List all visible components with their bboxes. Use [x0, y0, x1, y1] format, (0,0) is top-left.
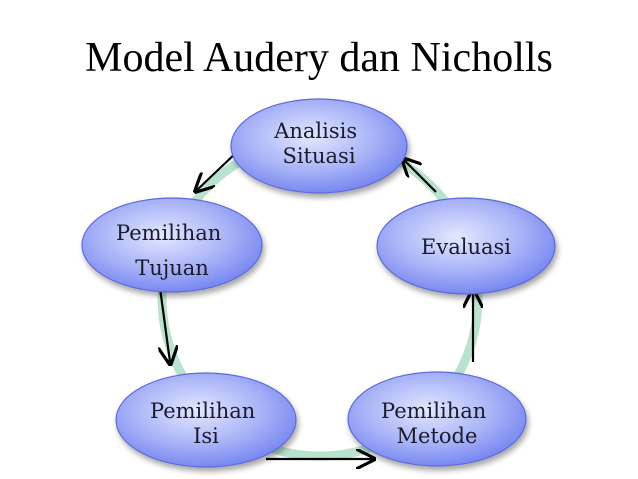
arrow-analisis-to-tujuan: [197, 149, 240, 190]
svg-text:Analisis Situasi: Analisis Situasi: [273, 119, 364, 168]
node-analisis-situasi: Analisis Situasi: [230, 98, 408, 194]
node-pemilihan-tujuan-line-2: Tujuan: [135, 256, 209, 280]
svg-text:Pemilihan Metode: Pemilihan Metode: [381, 399, 493, 448]
node-evaluasi-shape: [376, 197, 556, 295]
node-analisis-situasi-shape: [230, 98, 408, 194]
arrow-tujuan-to-isi: [160, 287, 170, 362]
node-evaluasi-line-1: Evaluasi: [421, 235, 511, 259]
node-pemilihan-metode-line-1: Pemilihan: [381, 399, 486, 423]
node-pemilihan-isi-shape: [115, 372, 297, 468]
node-pemilihan-tujuan-shape: [81, 197, 263, 293]
node-analisis-situasi-line-2: Situasi: [282, 144, 355, 168]
svg-text:Pemilihan Tujuan: Pemilihan Tujuan: [116, 221, 228, 280]
node-analisis-situasi-line-1: Analisis: [273, 119, 357, 143]
node-pemilihan-tujuan: Pemilihan Tujuan: [81, 197, 263, 293]
node-pemilihan-metode-shape: [347, 371, 527, 467]
diagram-title: Model Audery dan Nicholls: [85, 35, 553, 81]
svg-text:Pemilihan Isi: Pemilihan Isi: [150, 399, 262, 448]
node-evaluasi: Evaluasi: [376, 197, 556, 295]
node-pemilihan-tujuan-line-1: Pemilihan: [116, 221, 221, 245]
node-pemilihan-isi: Pemilihan Isi: [115, 372, 297, 468]
arrow-evaluasi-to-analisis: [404, 160, 437, 193]
node-pemilihan-isi-line-1: Pemilihan: [150, 399, 255, 423]
node-pemilihan-metode: Pemilihan Metode: [347, 371, 527, 467]
node-pemilihan-isi-line-2: Isi: [193, 424, 219, 448]
svg-text:Evaluasi: Evaluasi: [421, 235, 511, 259]
node-pemilihan-metode-line-2: Metode: [397, 424, 478, 448]
